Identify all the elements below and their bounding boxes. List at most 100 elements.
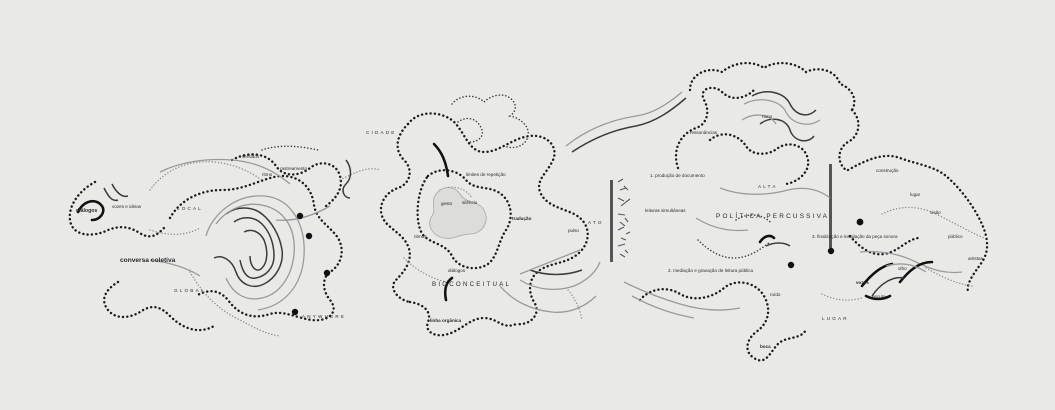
left-node-dot-1: [296, 212, 304, 220]
right-contour-4: [741, 114, 777, 125]
left-contour-2: [233, 217, 275, 279]
label-construction: construção: [876, 168, 899, 173]
label-resonance: ressonâncias: [690, 130, 718, 135]
center-gray-dotted-3: [565, 287, 583, 321]
right-node-dot-3: [787, 261, 795, 269]
right-main-dotted-loop: [674, 86, 860, 172]
right-gray-dotted-2: [925, 267, 973, 287]
right-node-dot-2: [827, 247, 835, 255]
label-city-top: CIDADE: [366, 130, 397, 135]
label-anywhere: ANYWHERE: [302, 314, 346, 319]
right-small-bracket: [758, 234, 776, 244]
center-left-dotted-arm: [379, 122, 412, 304]
right-far-dotted-loop-2: [848, 234, 920, 256]
label-voices: vozes: [856, 280, 869, 285]
divider-bar-left: [610, 180, 613, 262]
right-gray-dotted-1: [881, 206, 985, 239]
left-contour-5: [205, 195, 305, 311]
label-pulse: pulso: [568, 228, 579, 233]
left-contour-3: [243, 229, 268, 271]
left-thick-squiggle: [76, 199, 105, 222]
left-main-dotted-loop: [168, 174, 343, 322]
label-audience: público: [948, 234, 963, 239]
left-outer-dotted-boundary-2: [103, 280, 216, 332]
label-rhythm: ritmo: [262, 172, 273, 177]
center-thick-curve-2: [443, 276, 454, 302]
right-contour-3: [759, 118, 815, 142]
left-gray-line-2: [149, 259, 201, 277]
right-thick-arc-2: [898, 260, 934, 284]
right-gray-line-1: [623, 281, 741, 311]
left-gray-line-1: [159, 158, 291, 185]
center-gray-line-5: [571, 97, 687, 153]
label-gesture: gesto: [441, 201, 453, 206]
label-noise: ruído: [770, 292, 781, 297]
center-gray-line-6: [519, 249, 581, 275]
label-lugar-bottom: LUGAR: [822, 316, 849, 321]
label-mediation: 2. mediação e gravação de leitura públic…: [668, 268, 753, 273]
left-node-dot-2: [305, 232, 313, 240]
right-far-dotted-loop: [846, 154, 989, 296]
left-node-dot-3: [323, 269, 331, 277]
label-silence: silêncio: [462, 200, 478, 205]
label-translation: tradução: [512, 216, 532, 221]
label-tracking: rastreamento: [280, 166, 308, 171]
left-top-dotted-arc: [261, 145, 319, 151]
left-cluster: diálogos vozes e ideias conversa coletiv…: [68, 130, 397, 337]
left-contour-4: [215, 203, 295, 300]
right-mid-dotted-1: [697, 239, 771, 259]
center-gray-line-1: [499, 285, 597, 313]
divider-bar-right: [829, 164, 832, 248]
hatch-texture: [617, 178, 631, 258]
center-upper-dotted-cloud-2: [457, 117, 484, 143]
center-gray-line-4: [565, 91, 683, 147]
label-rhythm-right: ritmo: [762, 114, 773, 119]
label-collective-conversation: conversa coletiva: [120, 257, 176, 264]
left-gray-dotted-contour-4: [339, 168, 381, 181]
right-gray-dotted-3: [821, 293, 863, 301]
label-bioconceptual: BIOCONCEITUAL: [432, 281, 511, 288]
right-contour-6: [695, 217, 749, 232]
center-thick-curve: [432, 142, 450, 178]
right-inner-dotted-loop: [708, 133, 810, 186]
label-eye: olho: [898, 266, 907, 271]
left-outer-dotted-boundary: [68, 180, 166, 238]
right-contour-5: [719, 187, 831, 199]
left-squiggle-3: [111, 183, 129, 198]
center-bottom-dotted-loop: [408, 300, 518, 337]
label-dialogue: diálogos: [76, 208, 97, 214]
left-squiggle-2: [103, 187, 119, 202]
label-space: lugar: [910, 192, 921, 197]
center-gray-line-3: [529, 269, 583, 276]
right-lower-dotted-loop: [638, 281, 808, 362]
right-thick-arc-4: [864, 294, 892, 301]
center-gray-dotted-2: [403, 257, 447, 283]
label-dialogue-center: diálogos: [448, 268, 466, 273]
right-top-dotted-cloud: [688, 61, 856, 112]
label-vision: visão: [930, 210, 941, 215]
left-contour-1: [213, 207, 284, 288]
label-global: GLOBAL: [174, 288, 206, 293]
label-act: ATO: [588, 220, 604, 225]
label-rhythms: ritmos: [414, 234, 427, 239]
right-gray-line-4: [885, 263, 927, 273]
right-node-dot-1: [856, 218, 864, 226]
left-gray-line-3: [275, 205, 331, 221]
label-repetition-limits: limites de repetição: [466, 172, 506, 177]
label-shared-voices: vozes e ideias: [112, 204, 142, 209]
label-artists: artistas: [968, 256, 984, 261]
right-gray-line-2: [631, 295, 695, 319]
left-upper-dotted-arc: [230, 153, 343, 208]
center-inner-blob: [429, 187, 487, 239]
label-mouth: boca: [760, 344, 771, 349]
right-thick-arc-3: [871, 276, 905, 297]
label-percussive-politics: POLÍTICA PERCUSSIVA: [716, 211, 829, 220]
right-contour-1: [751, 91, 817, 116]
right-contour-2: [743, 99, 821, 125]
right-cluster: 1. produção de documento leituras simult…: [588, 61, 989, 362]
center-upper-dotted-cloud: [451, 94, 529, 149]
right-mid-dotted-2: [735, 214, 773, 225]
center-cluster: limites de repetição gesto silêncio ritm…: [379, 91, 687, 337]
label-finalization: 3. finalização e instalação da peça sono…: [812, 234, 898, 239]
